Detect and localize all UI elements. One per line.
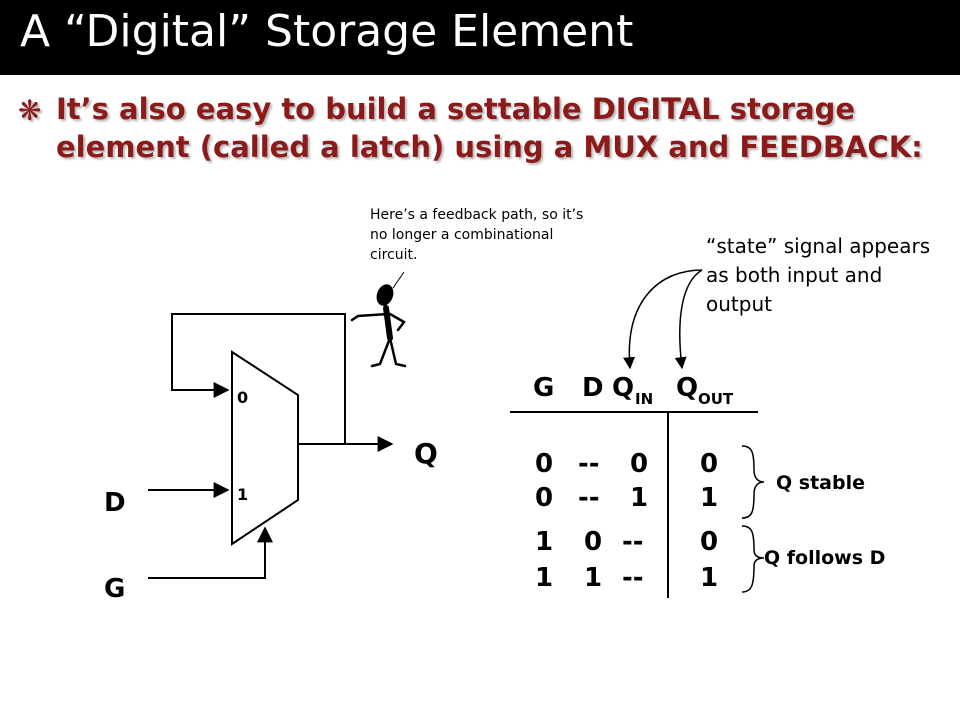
d-label: D	[104, 488, 126, 518]
table-cell: 0	[700, 449, 718, 479]
q-label: Q	[414, 437, 438, 470]
table-cell: 1	[535, 527, 553, 557]
table-cell: 1	[700, 483, 718, 513]
mux-shape	[231, 350, 299, 546]
q-stable-bracket	[741, 445, 765, 519]
table-header-qin-sub: IN	[635, 390, 653, 408]
table-cell: 0	[700, 527, 718, 557]
table-cell: 0	[535, 449, 553, 479]
table-header-qout: Q	[676, 373, 698, 403]
table-cell: --	[622, 527, 644, 557]
table-header-g: G	[533, 373, 554, 403]
q-follows-d-label: Q follows D	[764, 547, 885, 569]
state-callout: “state” signal appears as both input and…	[706, 234, 931, 316]
table-header-d: D	[582, 373, 604, 403]
bullet-text: It’s also easy to build a settable DIGIT…	[56, 92, 923, 164]
q-follows-d-bracket	[741, 525, 765, 593]
stick-figure-icon	[350, 284, 407, 368]
feedback-callout: Here’s a feedback path, so it’s no longe…	[370, 207, 584, 263]
table-cell: 1	[630, 483, 648, 513]
slide-title: A “Digital” Storage Element	[20, 6, 634, 57]
mux-input-1-label: 1	[237, 485, 248, 504]
mux-input-0-label: 0	[237, 388, 248, 407]
table-cell: --	[622, 563, 644, 593]
table-cell: --	[578, 483, 600, 513]
title-bar: A “Digital” Storage Element	[0, 0, 960, 75]
q-stable-label: Q stable	[776, 472, 865, 494]
table-cell: 0	[535, 483, 553, 513]
table-cell: 1	[700, 563, 718, 593]
table-cell: 1	[535, 563, 553, 593]
table-header-qin: Q	[612, 373, 634, 403]
callout-pointer-line	[392, 271, 405, 289]
asterisk-bullet-icon: ❋	[18, 94, 42, 127]
g-label: G	[104, 574, 125, 604]
feedback-wire	[171, 313, 346, 444]
state-arrow-to-qin	[623, 269, 703, 370]
table-cell: 0	[584, 527, 602, 557]
state-arrow-to-qout	[674, 269, 703, 370]
table-cell: 1	[584, 563, 602, 593]
truth-table: G D Q IN Q OUT 0 -- 0 0 0 -- 1 1 1 0 -- …	[510, 373, 885, 598]
table-cell: 0	[630, 449, 648, 479]
table-header-qout-sub: OUT	[698, 390, 734, 408]
g-select-wire	[148, 526, 273, 579]
table-cell: --	[578, 449, 600, 479]
